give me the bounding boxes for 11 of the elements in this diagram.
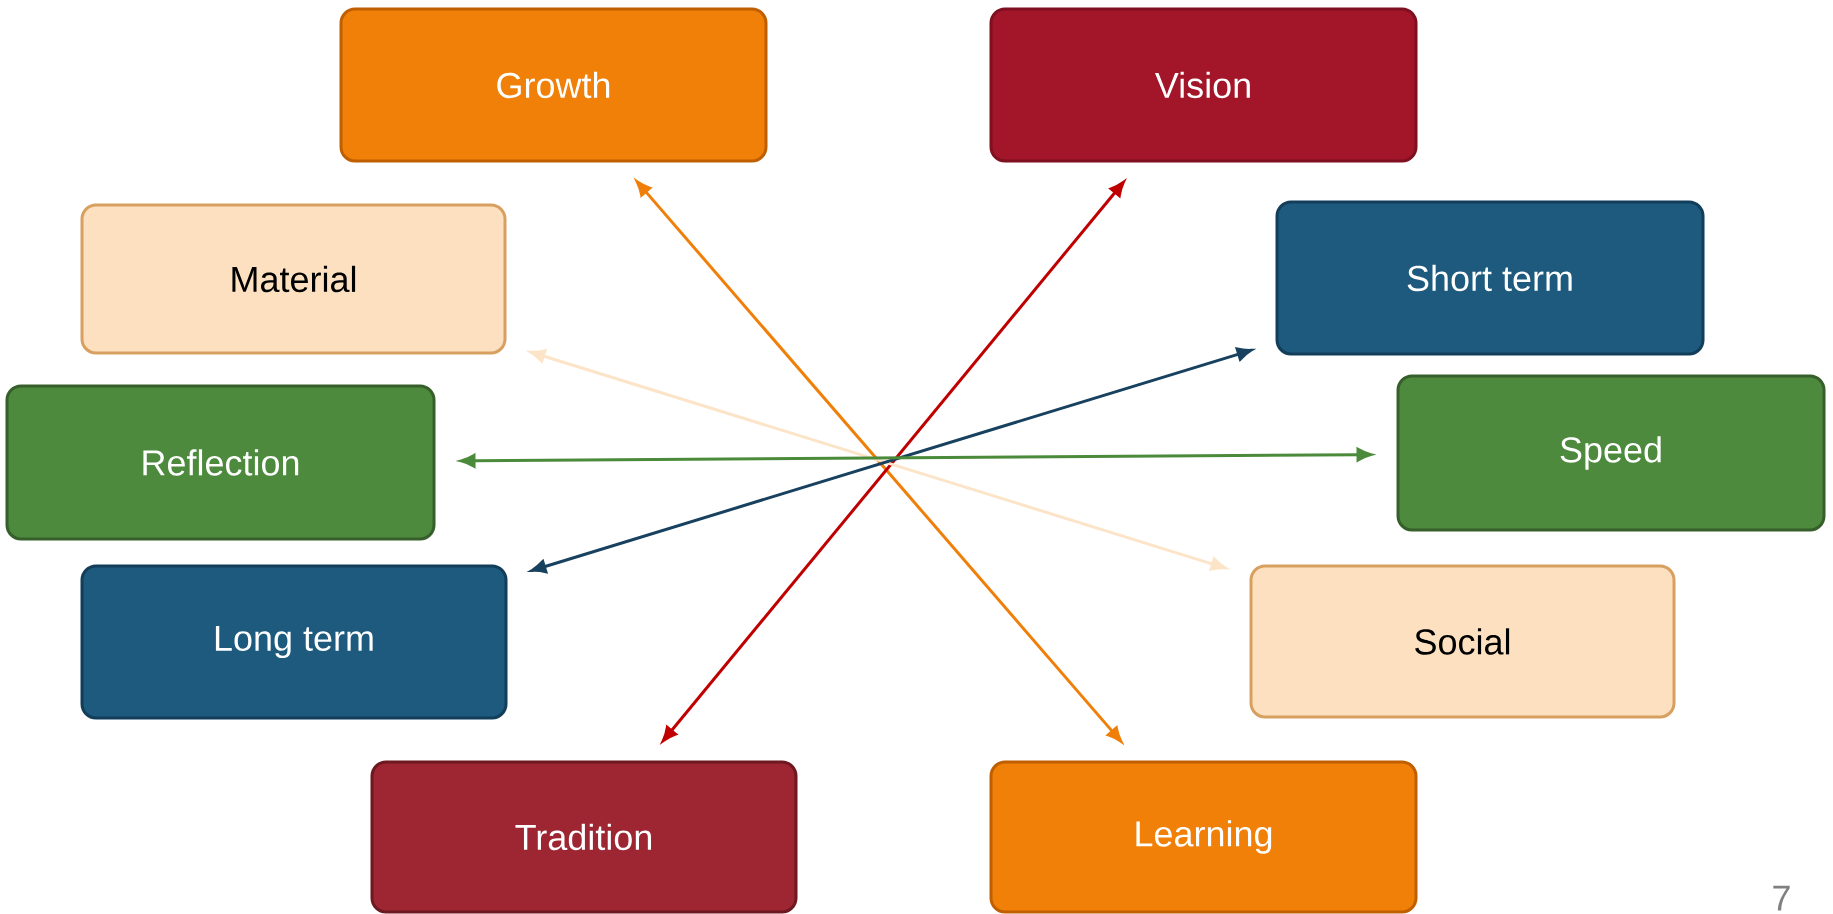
page-number: 7 bbox=[1773, 885, 1790, 911]
label-box: Social bbox=[1249, 564, 1676, 719]
label-box: Long term bbox=[80, 564, 508, 720]
label-box: Material bbox=[80, 203, 507, 355]
label-box: Tradition bbox=[370, 760, 798, 914]
label-box: Vision bbox=[989, 7, 1418, 163]
label-box: Learning bbox=[989, 760, 1418, 914]
label-box: Growth bbox=[339, 7, 768, 163]
label-box: Speed bbox=[1396, 374, 1826, 532]
label-box: Short term bbox=[1275, 200, 1705, 356]
label-box: Reflection bbox=[5, 384, 436, 541]
